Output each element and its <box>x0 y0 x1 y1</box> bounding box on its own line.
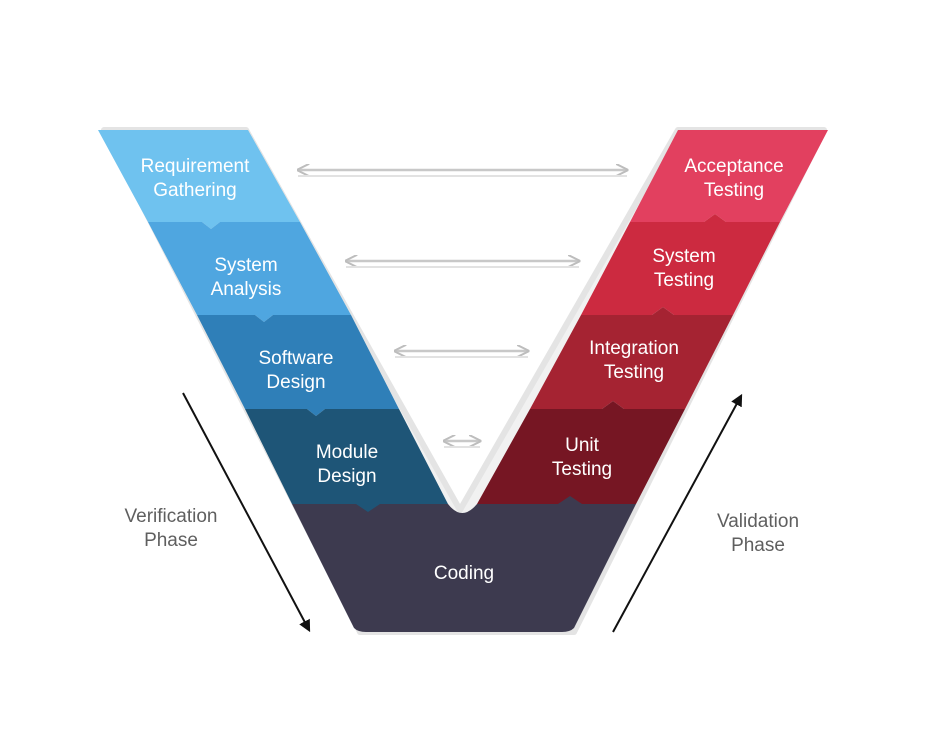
stage-label-line1: Unit <box>565 435 600 456</box>
stage-shape <box>197 315 399 416</box>
stage-shape <box>148 222 351 322</box>
stage-label-line2: Testing <box>654 270 714 291</box>
coding-notch-right <box>558 496 582 504</box>
link-analysis-system-testing <box>346 261 579 268</box>
stage-acceptance-testing: Acceptance Testing <box>630 130 828 222</box>
stage-system-analysis: System Analysis <box>148 222 351 322</box>
stage-label-line1: System <box>214 255 277 276</box>
validation-stages: Acceptance Testing System Testing Integr… <box>477 130 828 504</box>
verification-stages: Requirement Gathering System Analysis So… <box>98 130 448 504</box>
stage-shape <box>530 307 733 409</box>
stage-coding: Coding <box>292 496 636 632</box>
stage-label-line2: Design <box>317 466 376 487</box>
validation-phase-label-line2: Phase <box>731 535 785 556</box>
stage-label-line2: Design <box>266 372 325 393</box>
stage-label-line2: Testing <box>704 180 764 201</box>
link-requirement-acceptance <box>298 170 627 177</box>
stage-label-line1: Requirement <box>141 156 250 177</box>
coding-shape <box>292 504 636 632</box>
stage-label-line1: System <box>652 246 715 267</box>
stage-label-line2: Testing <box>552 459 612 480</box>
stage-module-design: Module Design <box>245 409 448 504</box>
stage-label-line1: Integration <box>589 338 679 359</box>
stage-label-line2: Gathering <box>153 180 236 201</box>
stage-system-testing: System Testing <box>581 214 780 315</box>
stage-requirement-gathering: Requirement Gathering <box>98 130 300 229</box>
validation-phase-label-line1: Validation <box>717 511 799 532</box>
stage-unit-testing: Unit Testing <box>477 401 685 504</box>
validation-arrow <box>612 393 743 633</box>
link-software-integration <box>395 351 528 358</box>
stage-label-line1: Software <box>259 348 334 369</box>
verification-phase-label-line1: Verification <box>125 506 218 527</box>
link-module-unit <box>444 441 480 448</box>
stage-shape <box>630 130 828 222</box>
verification-phase-label-line2: Phase <box>144 530 198 551</box>
stage-shape <box>477 401 685 504</box>
stage-label-line1: Module <box>316 442 378 463</box>
stage-shape <box>98 130 300 229</box>
stage-links <box>298 170 627 448</box>
stage-label-line2: Testing <box>604 362 664 383</box>
stage-shape <box>245 409 448 504</box>
stage-software-design: Software Design <box>197 315 399 416</box>
stage-integration-testing: Integration Testing <box>530 307 733 409</box>
stage-label-line2: Analysis <box>211 279 282 300</box>
stage-label-line1: Acceptance <box>684 156 783 177</box>
verification-arrow <box>182 392 311 633</box>
stage-shape <box>581 214 780 315</box>
coding-notch-left <box>356 504 380 512</box>
coding-label: Coding <box>434 563 494 584</box>
